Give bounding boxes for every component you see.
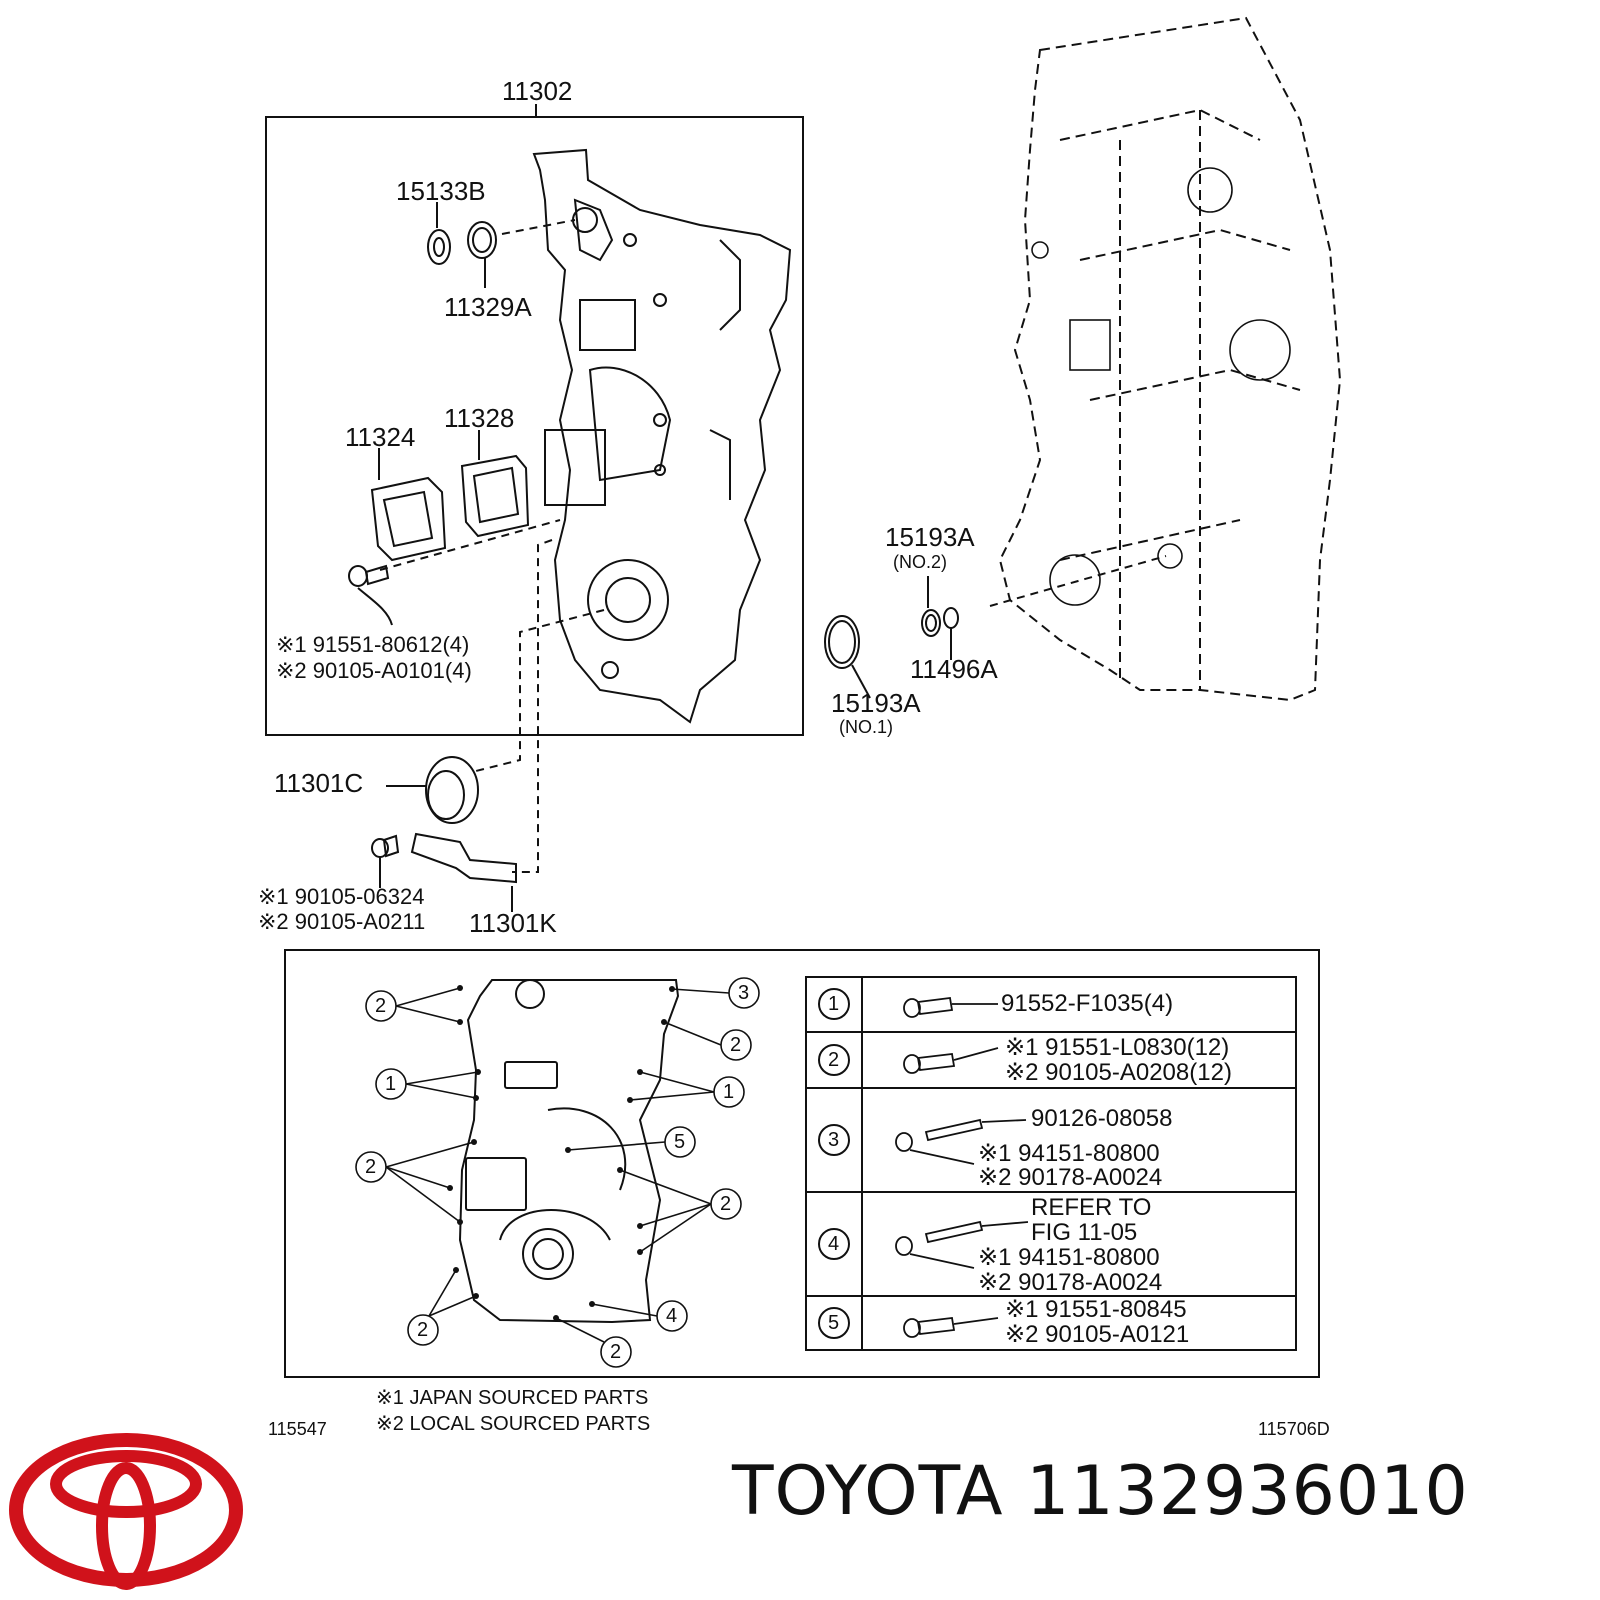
legend-table xyxy=(805,976,1297,1351)
legend-row-number: 5 xyxy=(828,1312,840,1334)
label-15193a-no1-sub: (NO.1) xyxy=(839,717,893,737)
bolt-layout-frame xyxy=(284,949,1320,1378)
callout-number: 2 xyxy=(730,1034,742,1056)
label-11329a: 11329A xyxy=(444,292,532,322)
legend-row-number: 1 xyxy=(828,993,840,1015)
legend-part-number: 91552-F1035(4) xyxy=(1001,990,1174,1017)
legend-part-number: ※1 91551-L0830(12) xyxy=(1005,1034,1230,1061)
legend-part-number: ※2 90178-A0024 xyxy=(978,1164,1163,1191)
legend-part-number: ※2 90178-A0024 xyxy=(978,1269,1163,1296)
label-11301k: 11301K xyxy=(469,908,557,938)
label-11324: 11324 xyxy=(345,422,416,452)
legend-part-number: ※1 94151-80800 xyxy=(978,1244,1160,1271)
note-japan-sourced: ※1 JAPAN SOURCED PARTS xyxy=(376,1387,649,1409)
callout-number: 3 xyxy=(738,982,750,1004)
cover-frame xyxy=(265,116,804,736)
label-11496a: 11496A xyxy=(910,654,998,684)
legend-part-number: 90126-08058 xyxy=(1031,1105,1173,1132)
legend-row-number: 3 xyxy=(828,1129,840,1151)
brand-part-number: TOYOTA 1132936010 xyxy=(732,1452,1469,1531)
note-local-sourced: ※2 LOCAL SOURCED PARTS xyxy=(376,1413,651,1435)
callout-number: 1 xyxy=(723,1081,735,1103)
label-15193a-no2: 15193A xyxy=(885,522,975,552)
callout-number: 2 xyxy=(720,1193,732,1215)
callout-number: 2 xyxy=(375,995,387,1017)
callout-number: 5 xyxy=(674,1131,686,1153)
legend-part-number: ※1 91551-80845 xyxy=(1005,1296,1187,1323)
legend-part-number: ※1 94151-80800 xyxy=(978,1140,1160,1167)
legend-row-number: 4 xyxy=(828,1233,840,1255)
callout-number: 1 xyxy=(385,1073,397,1095)
figure-code-right: 115706D xyxy=(1258,1419,1330,1439)
engine-block-outline xyxy=(998,16,1342,702)
legend-part-number: ※2 90105-A0121 xyxy=(1005,1321,1190,1348)
label-sensor-bolt-2: ※2 90105-A0211 xyxy=(258,909,426,934)
legend-part-number: REFER TO xyxy=(1031,1194,1152,1221)
label-11301c: 11301C xyxy=(274,768,364,798)
callout-number: 2 xyxy=(610,1341,622,1363)
label-11328: 11328 xyxy=(444,403,515,433)
callout-number: 4 xyxy=(666,1305,678,1327)
label-15193a-no2-sub: (NO.2) xyxy=(893,552,947,572)
timing-cover-outline xyxy=(532,148,792,724)
figure-code-left: 115547 xyxy=(268,1419,327,1439)
legend-part-number: ※2 90105-A0208(12) xyxy=(1005,1059,1232,1086)
label-bolt-a-2: ※2 90105-A0101(4) xyxy=(276,658,472,683)
label-11302: 11302 xyxy=(502,76,573,106)
legend-row-number: 2 xyxy=(828,1049,840,1071)
legend-part-number: FIG 11-05 xyxy=(1031,1219,1138,1246)
label-15133b: 15133B xyxy=(396,176,486,206)
label-sensor-bolt-1: ※1 90105-06324 xyxy=(258,884,425,909)
callout-number: 2 xyxy=(365,1156,377,1178)
label-bolt-a-1: ※1 91551-80612(4) xyxy=(276,632,470,657)
label-15193a-no1: 15193A xyxy=(831,688,921,718)
callout-number: 2 xyxy=(417,1319,429,1341)
toyota-logo xyxy=(9,1433,243,1590)
